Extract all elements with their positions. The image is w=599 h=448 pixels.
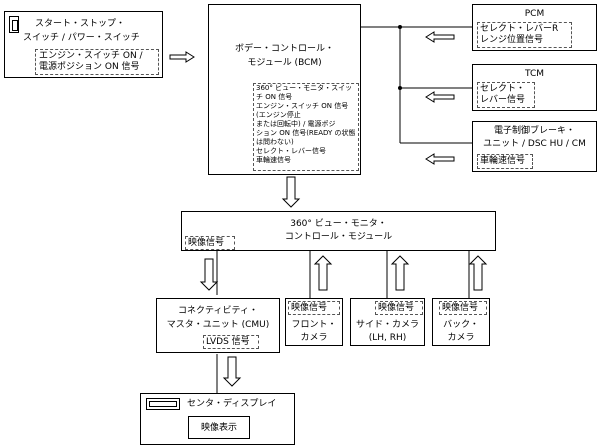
pcm-signal-line1: セレクト・レバーR (480, 24, 559, 34)
arrow-back-camera (468, 255, 488, 291)
bcm-signal-9: 車輪速信号 (256, 156, 291, 164)
switch-title-line2: スイッチ / パワー・スイッチ (23, 33, 140, 43)
pcm-signal-line2: レンジ位置信号 (480, 35, 544, 45)
cmu-title-line2: マスタ・ユニット (CMU) (166, 320, 270, 330)
side-camera-box: 映像信号 サイド・カメラ (LH, RH) (350, 298, 425, 346)
bcm-signal-7: は問わない) (256, 138, 294, 146)
back-camera-signal-box: 映像信号 (439, 301, 487, 315)
tcm-title: TCM (524, 69, 545, 79)
bcm-signal-6: ション ON 信号(READY の状態 (256, 129, 356, 137)
brake-signal-box: 車輪速信号 (477, 154, 533, 169)
front-camera-box: 映像信号 フロント・ カメラ (285, 298, 343, 346)
arrow-switch-to-bcm (169, 51, 195, 63)
monitor-signal-box: 映像信号 (185, 236, 235, 250)
back-camera-title-line2: カメラ (447, 333, 475, 343)
display-content: 映像表示 (200, 423, 237, 433)
display-title: センタ・ディスプレイ (187, 399, 277, 409)
monitor-control-module-box: 360° ビュー・モニタ・ コントロール・モジュール 映像信号 (181, 211, 496, 251)
side-camera-signal: 映像信号 (378, 303, 415, 313)
side-camera-title-line2: (LH, RH) (368, 333, 407, 343)
bcm-title-line1: ボデー・コントロール・ (234, 44, 334, 54)
tcm-signal-box: セレクト・ レバー信号 (477, 82, 535, 108)
cmu-box: コネクティビティ・ マスタ・ユニット (CMU) LVDS 信号 (156, 298, 280, 353)
front-camera-title-line1: フロント・ (291, 320, 337, 330)
start-stop-switch-box: スタート・ストップ・ スイッチ / パワー・スイッチ エンジン・スイッチ ON … (4, 11, 163, 78)
monitor-signal: 映像信号 (188, 238, 225, 248)
tcm-signal-line2: レバー信号 (480, 95, 526, 105)
back-camera-title-line1: バック・ (443, 320, 479, 330)
front-camera-signal: 映像信号 (291, 303, 328, 313)
cmu-signal-box: LVDS 信号 (203, 335, 259, 349)
monitor-title-line2: コントロール・モジュール (284, 232, 393, 242)
arrow-bcm-to-monitor (281, 176, 301, 208)
center-display-box: センタ・ディスプレイ 映像表示 (140, 393, 295, 445)
switch-icon (9, 16, 19, 33)
bcm-box: ボデー・コントロール・ モジュール (BCM) 360° ビュー・モニタ・スイッ… (208, 4, 361, 175)
cmu-signal: LVDS 信号 (206, 337, 250, 347)
front-camera-signal-box: 映像信号 (288, 301, 340, 315)
brake-title-line2: ユニット / DSC HU / CM (483, 139, 586, 149)
arrow-cmu-to-display (222, 356, 242, 387)
display-icon (146, 398, 180, 410)
brake-unit-box: 電子制御ブレーキ・ ユニット / DSC HU / CM 車輪速信号 (472, 121, 597, 172)
brake-signal: 車輪速信号 (480, 156, 526, 166)
front-camera-title-line2: カメラ (300, 333, 328, 343)
cmu-title-line1: コネクティビティ・ (178, 306, 258, 316)
brake-title-line1: 電子制御ブレーキ・ (493, 126, 575, 136)
monitor-title-line1: 360° ビュー・モニタ・ (290, 219, 387, 229)
arrow-side-camera (390, 255, 410, 291)
arrow-brake (425, 153, 455, 165)
arrow-front-camera (313, 255, 333, 291)
display-content-box: 映像表示 (188, 416, 250, 439)
arrow-pcm (425, 31, 455, 43)
bcm-signal-4: (エンジン停止 (256, 111, 301, 119)
arrow-monitor-to-cmu (199, 258, 219, 291)
back-camera-signal: 映像信号 (442, 303, 479, 313)
switch-signal-box: エンジン・スイッチ ON / 電源ポジション ON 信号 (35, 49, 159, 75)
bcm-signal-5: または回転中) / 電源ポジ (256, 120, 336, 128)
tcm-box: TCM セレクト・ レバー信号 (472, 64, 597, 111)
bcm-title-line2: モジュール (BCM) (247, 58, 322, 68)
bcm-signal-1: 360° ビュー・モニタ・スイッ (256, 84, 353, 92)
bcm-signal-8: セレクト・レバー信号 (256, 147, 326, 155)
switch-signal-line2: 電源ポジション ON 信号 (39, 62, 140, 72)
bcm-signal-3: エンジン・スイッチ ON 信号 (256, 102, 349, 110)
pcm-box: PCM セレクト・レバーR レンジ位置信号 (472, 4, 597, 51)
switch-title-line1: スタート・ストップ・ (35, 19, 126, 29)
bcm-signal-box: 360° ビュー・モニタ・スイッ チ ON 信号 エンジン・スイッチ ON 信号… (253, 83, 359, 171)
tcm-signal-line1: セレクト・ (480, 84, 526, 94)
side-camera-signal-box: 映像信号 (375, 301, 423, 315)
pcm-title: PCM (524, 9, 545, 19)
switch-signal-line1: エンジン・スイッチ ON / (39, 51, 143, 61)
pcm-signal-box: セレクト・レバーR レンジ位置信号 (477, 22, 572, 48)
side-camera-title-line1: サイド・カメラ (355, 320, 419, 330)
back-camera-box: 映像信号 バック・ カメラ (432, 298, 490, 346)
bcm-signal-2: チ ON 信号 (256, 93, 293, 101)
arrow-tcm (425, 91, 455, 103)
